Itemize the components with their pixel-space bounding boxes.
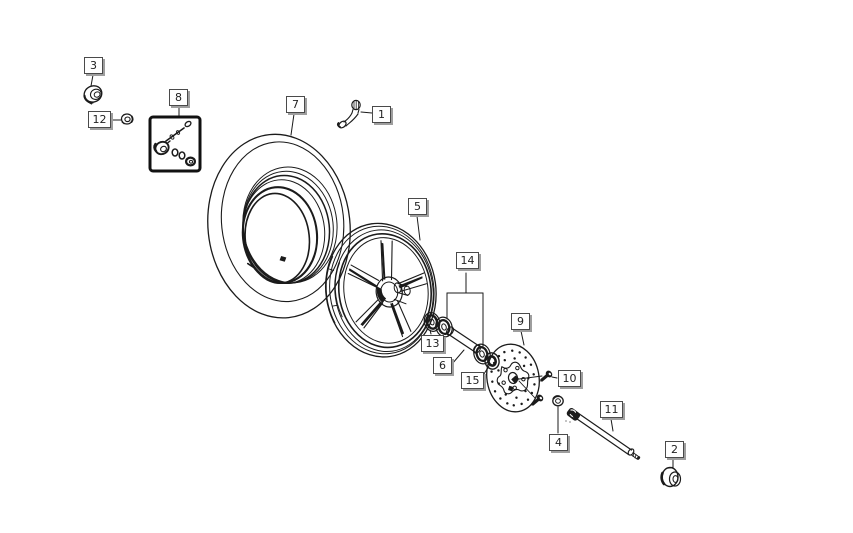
part-valve-kit (148, 115, 202, 173)
callout-2[interactable]: 2 (665, 441, 684, 458)
callout-12[interactable]: 12 (88, 111, 111, 128)
assembly-line-bolt-b (518, 380, 536, 399)
leader-line-9 (520, 330, 525, 346)
callout-14[interactable]: 14 (456, 252, 479, 269)
assembly-line-bolt-a (518, 375, 543, 380)
disc-carrier-outline (496, 361, 530, 395)
leader-line-10 (551, 376, 558, 379)
callout-3[interactable]: 3 (84, 57, 103, 74)
callout-6[interactable]: 6 (433, 357, 452, 374)
part-valve-nut (120, 113, 134, 125)
callout-11[interactable]: 11 (600, 401, 623, 418)
part-disc-bolt-b (531, 394, 544, 406)
leader-line-11 (610, 418, 614, 432)
part-bearing-13 (423, 312, 441, 332)
part-spacer-tube (445, 326, 482, 354)
callout-5[interactable]: 5 (408, 198, 427, 215)
part-tire (207, 133, 351, 319)
callout-7[interactable]: 7 (286, 96, 305, 113)
leader-bracket-14 (446, 272, 484, 347)
leader-line-5 (416, 215, 421, 241)
callout-15[interactable]: 15 (461, 372, 484, 389)
part-washer-nut (552, 395, 571, 423)
callout-4[interactable]: 4 (549, 434, 568, 451)
part-axle-nut (660, 466, 682, 488)
callout-1[interactable]: 1 (372, 106, 391, 123)
disc-mount-holes (501, 365, 526, 391)
part-disc-bolt-a (540, 370, 553, 382)
leader-line-1 (360, 111, 373, 114)
wheel-spoke-shading (348, 242, 423, 335)
leader-line-6 (451, 349, 465, 365)
callout-8[interactable]: 8 (169, 89, 188, 106)
callout-10[interactable]: 10 (558, 370, 581, 387)
wheel-hub (375, 276, 411, 308)
part-dust-cap (83, 85, 103, 105)
callout-9[interactable]: 9 (511, 313, 530, 330)
part-brake-disc (486, 343, 540, 413)
part-tire-valve (337, 99, 361, 129)
leader-line-7 (290, 113, 295, 136)
disc-center-shading (508, 375, 520, 392)
callout-13[interactable]: 13 (421, 335, 444, 352)
kit-box (148, 115, 202, 173)
leader-line-3 (90, 74, 94, 87)
part-wheel-rim (324, 222, 437, 358)
part-axle (566, 407, 641, 460)
tire-bead-notch (279, 256, 287, 262)
tire-bead-tick (246, 262, 254, 268)
